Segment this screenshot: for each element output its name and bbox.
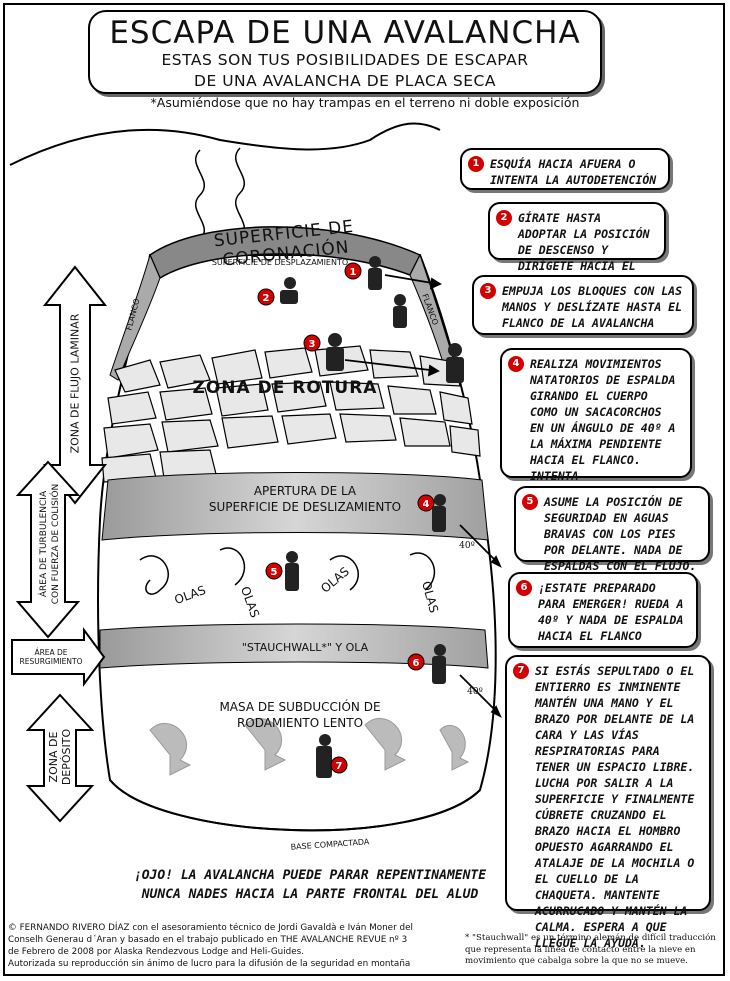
step-text: REALIZA MOVIMIENTOS NATATORIOS DE ESPALD… — [530, 357, 676, 499]
credits-line-1: © FERNANDO RIVERO DÍAZ con el asesoramie… — [8, 923, 413, 933]
deposit-zone-label: ZONA DE DEPÓSITO — [47, 717, 73, 797]
step-text: EMPUJA LOS BLOQUES CON LAS MANOS Y DESLÍ… — [502, 284, 683, 330]
outer-frame — [3, 3, 725, 976]
step-number: 4 — [508, 356, 524, 372]
credits-line-3: de Febrero de 2008 por Alaska Rendezvous… — [8, 947, 305, 957]
resurgence-label-1: ÁREA DE — [34, 648, 68, 657]
left-flank — [109, 253, 161, 381]
turbulence-label-2: CON FUERZA DE COLISIÓN — [51, 483, 61, 605]
turbulence-zone-label: ÁREA DE TURBULENCIA CON FUERZA DE COLISI… — [38, 469, 62, 619]
base-line — [109, 779, 481, 832]
opening-label-2: SUPERFICIE DE DESLIZAMIENTO — [208, 500, 402, 514]
step-2-box: 2 GÍRATE HASTA ADOPTAR LA POSICIÓN DE DE… — [488, 202, 666, 289]
svg-text:5: 5 — [271, 567, 278, 578]
diagram-number-dots — [257, 262, 435, 774]
step-6-box: 6 ¡ESTATE PREPARADO PARA EMERGER! RUEDA … — [508, 572, 698, 648]
credits-line-4: Autorizada su reproducción sin ánimo de … — [8, 959, 411, 969]
deposit-label-2: DEPÓSITO — [60, 728, 73, 786]
subduction-label-1: MASA DE SUBDUCCIÓN DE — [219, 700, 381, 714]
svg-text:1: 1 — [350, 267, 357, 278]
stream-2 — [234, 147, 246, 239]
step-1-box: 1 ESQUÍA HACIA AFUERA O INTENTA LA AUTOD… — [460, 148, 670, 190]
step-4-box: 4 REALIZA MOVIMIENTOS NATATORIOS DE ESPA… — [500, 348, 692, 499]
svg-text:3: 3 — [309, 339, 316, 350]
step-text: ESQUÍA HACIA AFUERA O INTENTA LA AUTODET… — [490, 157, 657, 187]
stauchwall-label: "STAUCHWALL*" Y OLA — [241, 641, 369, 654]
figures — [280, 256, 464, 778]
fracture-zone-label: ZONA DE ROTURA — [192, 378, 378, 398]
resurgence-label: ÁREA DE RESURGIMIENTO — [12, 648, 90, 666]
step-number: 7 — [513, 663, 529, 679]
resurgence-label-2: RESURGIMIENTO — [19, 657, 83, 666]
ridge-line — [9, 122, 441, 166]
step-7-box: 7 SI ESTÁS SEPULTADO O EL ENTIERRO ES IN… — [505, 655, 711, 950]
deposit-label-1: ZONA DE — [47, 731, 60, 783]
warning-line-1: ¡OJO! LA AVALANCHA PUEDE PARAR REPENTINA… — [133, 868, 487, 883]
step-number: 1 — [468, 156, 484, 172]
opening-label-1: APERTURA DE LA — [253, 484, 357, 498]
svg-text:6: 6 — [413, 658, 420, 669]
subtitle-line-2: DE UNA AVALANCHA DE PLACA SECA — [194, 72, 496, 90]
svg-text:4: 4 — [423, 499, 430, 510]
step-number: 6 — [516, 580, 532, 596]
displacement-label: SUPERFICIE DE DESPLAZAMIENTO — [211, 258, 349, 267]
credits-line-2: Conselh Generau d´Aran y basado en el tr… — [8, 935, 408, 945]
title-box: ESCAPA DE UNA AVALANCHA ESTAS SON TUS PO… — [88, 10, 602, 94]
warning-text: ¡OJO! LA AVALANCHA PUEDE PARAR REPENTINA… — [120, 866, 500, 904]
angle-label-1: 40º — [459, 541, 475, 551]
laminar-zone-label: ZONA DE FLUJO LAMINAR — [68, 313, 82, 454]
subduction-label-2: RODAMIENTO LENTO — [236, 716, 364, 730]
subtitle-line-1: ESTAS SON TUS POSIBILIDADES DE ESCAPAR — [161, 51, 529, 69]
credits: © FERNANDO RIVERO DÍAZ con el asesoramie… — [8, 922, 448, 970]
angle-label-2: 40º — [467, 687, 483, 697]
step-number: 3 — [480, 283, 496, 299]
fracture-blocks — [101, 345, 481, 483]
step-5-box: 5 ASUME LA POSICIÓN DE SEGURIDAD EN AGUA… — [514, 486, 710, 573]
subduction-swirls — [149, 718, 470, 776]
turbulence-label-1: ÁREA DE TURBULENCIA — [39, 490, 49, 598]
stauchwall-band — [99, 623, 489, 669]
step-text: SI ESTÁS SEPULTADO O EL ENTIERRO ES INMI… — [535, 664, 695, 950]
opening-band — [101, 472, 489, 541]
step-text: ASUME LA POSICIÓN DE SEGURIDAD EN AGUAS … — [544, 495, 697, 573]
stream-1 — [194, 149, 206, 241]
svg-text:7: 7 — [336, 761, 343, 772]
diagram-number-labels: 1 2 3 4 5 6 7 — [263, 267, 430, 772]
stauchwall-footnote: * "Stauchwall" es un término alemán de d… — [465, 933, 716, 966]
step-number: 2 — [496, 210, 512, 226]
warning-line-2: NUNCA NADES HACIA LA PARTE FRONTAL DEL A… — [141, 887, 479, 902]
page-title: ESCAPA DE UNA AVALANCHA — [109, 15, 581, 51]
svg-text:2: 2 — [263, 293, 270, 304]
wave-swirls — [139, 547, 436, 595]
assumption-note: *Asumiéndose que no hay trampas en el te… — [150, 95, 580, 110]
direction-arrows — [344, 274, 502, 718]
step-text: ¡ESTATE PREPARADO PARA EMERGER! RUEDA A … — [538, 581, 684, 643]
step-number: 5 — [522, 494, 538, 510]
step-3-box: 3 EMPUJA LOS BLOQUES CON LAS MANOS Y DES… — [472, 275, 694, 335]
side-arrows — [11, 265, 108, 823]
